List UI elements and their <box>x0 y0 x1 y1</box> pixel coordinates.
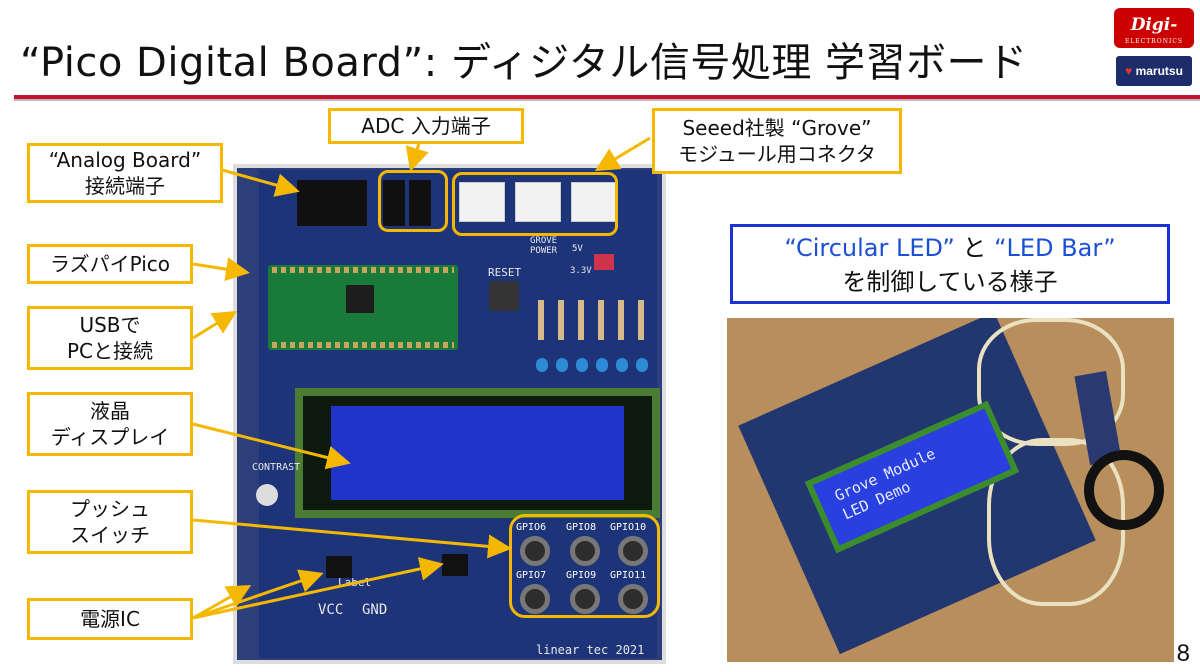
arrow-grove <box>594 136 651 172</box>
grove-highlight <box>452 172 618 236</box>
capacitor-c10 <box>616 358 628 372</box>
push-switch-gpio7 <box>520 584 550 614</box>
resistor-r2 <box>538 300 544 340</box>
gpio8-label: GPIO8 <box>566 522 597 533</box>
gpio9-label: GPIO9 <box>566 570 597 581</box>
demo-caption: “Circular LED” と “LED Bar” を制御している様子 <box>730 224 1170 304</box>
regulator-u3 <box>326 556 352 578</box>
callout-adc: ADC 入力端子 <box>328 108 524 144</box>
analog-header <box>297 180 367 226</box>
arrow-pico <box>192 257 250 282</box>
callout-pico: ラズパイPico <box>27 244 193 284</box>
resistor-r6 <box>618 300 624 340</box>
gpio6-label: GPIO6 <box>516 522 547 533</box>
push-switch-gpio10 <box>618 536 648 566</box>
arrow-power-ic-1 <box>192 569 324 620</box>
lcd-module <box>295 388 660 518</box>
callout-power-ic: 電源IC <box>27 598 193 640</box>
pico-board <box>268 265 458 350</box>
marutsu-logo: ♥ marutsu <box>1116 56 1192 86</box>
arrow-lcd <box>192 422 351 470</box>
capacitor-c7 <box>556 358 568 372</box>
arrow-usb <box>192 310 238 340</box>
gpio11-label: GPIO11 <box>610 570 647 581</box>
slide-title: “Pico Digital Board”: ディジタル信号処理 学習ボード <box>20 40 1028 86</box>
callout-analog-board: “Analog Board” 接続端子 <box>27 143 223 203</box>
callout-grove: Seeed社製 “Grove” モジュール用コネクタ <box>652 108 902 174</box>
adc-header-1 <box>383 180 405 226</box>
marutsu-mark-icon: ♥ <box>1125 64 1133 78</box>
push-switch-gpio8 <box>570 536 600 566</box>
push-switch-gpio11 <box>618 584 648 614</box>
capacitor-c11 <box>636 358 648 372</box>
reset-button <box>489 281 519 311</box>
power-jumper <box>594 254 614 270</box>
regulator-u2 <box>442 554 468 576</box>
grove-connector-2 <box>515 182 561 222</box>
gnd-silk: GND <box>362 602 388 618</box>
adc-header-2 <box>409 180 431 226</box>
arrow-adc <box>405 139 429 172</box>
arrow-power-ic-2 <box>192 557 444 620</box>
grove-connector-1 <box>459 182 505 222</box>
resistor-r4 <box>578 300 584 340</box>
credit-silk: linear tec 2021 <box>536 643 645 657</box>
silk-33v: 3.3V <box>570 266 592 276</box>
rp2040-chip <box>346 285 374 313</box>
gpio10-label: GPIO10 <box>610 522 647 533</box>
caption-led-bar: “LED Bar” <box>994 234 1116 262</box>
capacitor-c9 <box>596 358 608 372</box>
push-switch-gpio6 <box>520 536 550 566</box>
vcc-silk: VCC <box>318 602 344 618</box>
caption-circular-led: “Circular LED” <box>784 234 955 262</box>
gpio7-label: GPIO7 <box>516 570 547 581</box>
title-underline-grey <box>14 99 1200 101</box>
resistor-r3 <box>558 300 564 340</box>
title-underline-red <box>14 95 1200 99</box>
callout-push-switch: プッシュ スイッチ <box>27 490 193 554</box>
arrow-power-ic-3 <box>192 585 252 620</box>
caption-and: と <box>954 234 995 262</box>
pico-pins-top <box>272 267 454 273</box>
marutsu-logo-text: marutsu <box>1135 64 1183 78</box>
demo-photo: Grove Module LED Demo <box>727 318 1174 662</box>
capacitor-c8 <box>576 358 588 372</box>
contrast-silk: CONTRAST <box>252 462 301 473</box>
callout-usb: USBで PCと接続 <box>27 306 193 370</box>
page-number: 8 <box>1176 640 1190 667</box>
arrow-analog-board <box>221 168 300 197</box>
resistor-r7 <box>638 300 644 340</box>
lcd-screen <box>331 406 624 500</box>
resistor-r5 <box>598 300 604 340</box>
capacitor-c6 <box>536 358 548 372</box>
push-switch-highlight <box>509 514 660 618</box>
circular-led-module <box>1084 450 1164 530</box>
caption-line-1: “Circular LED” と “LED Bar” <box>733 231 1167 265</box>
silk-5v: 5V <box>572 244 583 254</box>
reset-silk: RESET <box>488 266 522 279</box>
pico-pins-bottom <box>272 342 454 348</box>
push-switch-gpio9 <box>570 584 600 614</box>
callout-lcd: 液晶 ディスプレイ <box>27 392 193 456</box>
arrow-switch <box>192 518 512 559</box>
contrast-pot <box>256 484 278 506</box>
caption-line-2: を制御している様子 <box>842 268 1058 296</box>
digikey-logo-sub: ELECTRONICS <box>1124 38 1184 45</box>
grove-power-silk: GROVE POWER <box>530 236 558 256</box>
